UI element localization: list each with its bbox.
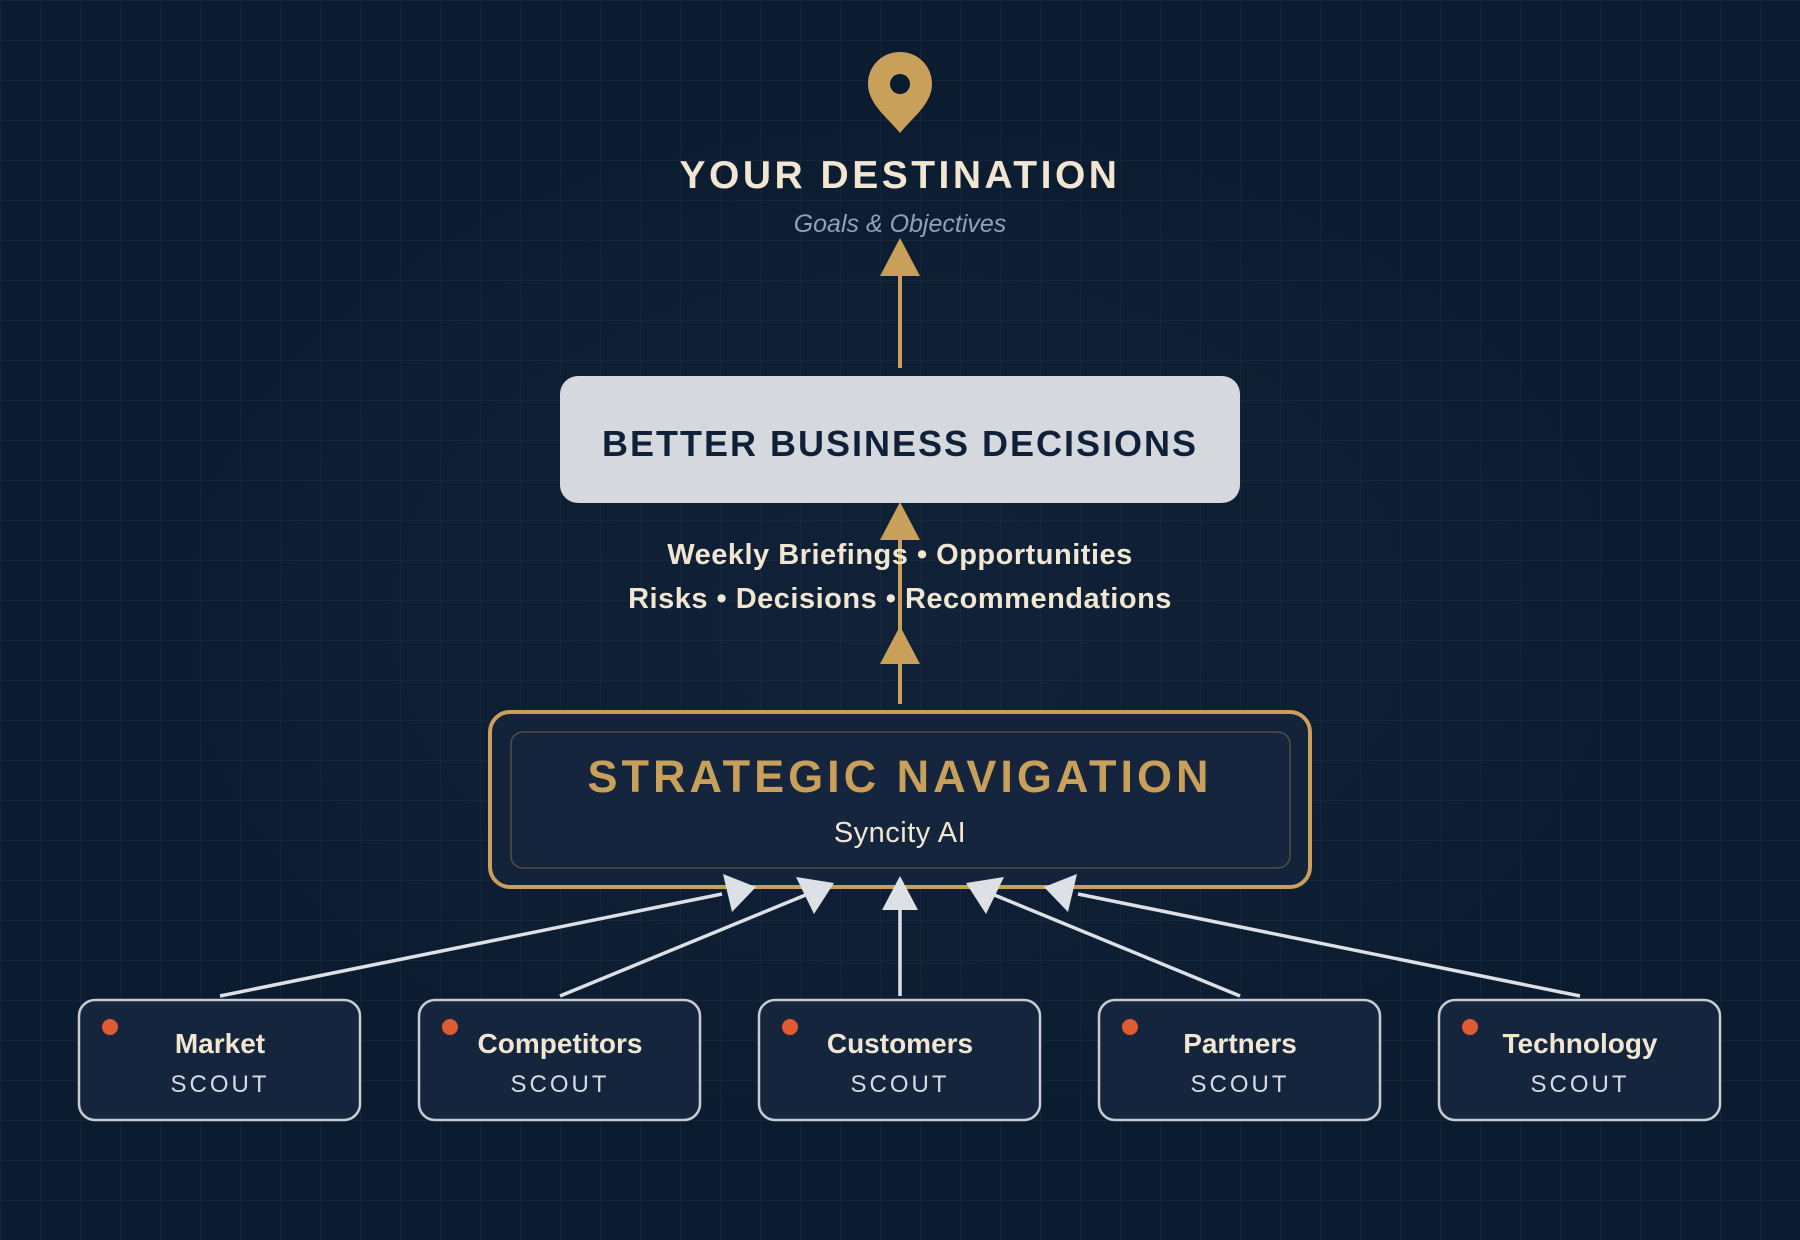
- status-dot: [102, 1019, 118, 1035]
- scout-role: SCOUT: [1531, 1071, 1630, 1098]
- decisions-label: BETTER BUSINESS DECISIONS: [602, 423, 1198, 464]
- scout-name: Competitors: [478, 1028, 643, 1059]
- status-dot: [442, 1019, 458, 1035]
- scout-role: SCOUT: [1191, 1071, 1290, 1098]
- scout-name: Technology: [1502, 1028, 1657, 1059]
- status-dot: [782, 1019, 798, 1035]
- scout-name: Customers: [827, 1028, 973, 1059]
- scout-card-technology: Technology SCOUT: [1437, 998, 1722, 1122]
- scout-card-market: Market SCOUT: [77, 998, 362, 1122]
- arrow-to-decisions: [880, 502, 920, 704]
- scout-card-competitors: Competitors SCOUT: [417, 998, 702, 1122]
- navigation-title: STRATEGIC NAVIGATION: [588, 751, 1213, 802]
- connector-competitors: [559, 892, 809, 998]
- status-dot: [1462, 1019, 1478, 1035]
- outputs-text: Weekly Briefings • Opportunities Risks •…: [628, 539, 1172, 615]
- outputs-line-2: Risks • Decisions • Recommendations: [628, 583, 1172, 615]
- navigation-inner-frame: [510, 731, 1291, 869]
- destination-subtitle: Goals & Objectives: [794, 210, 1007, 238]
- scout-card-partners: Partners SCOUT: [1097, 998, 1382, 1122]
- status-dot: [1122, 1019, 1138, 1035]
- navigation-box: STRATEGIC NAVIGATION Syncity AI: [488, 710, 1312, 889]
- scout-card-customers: Customers SCOUT: [757, 998, 1042, 1122]
- arrow-to-destination: [880, 238, 920, 368]
- arrowhead-competitors: [796, 877, 834, 914]
- connector-technology: [1077, 892, 1581, 998]
- connector-market: [219, 892, 723, 998]
- location-pin-hole: [890, 74, 910, 94]
- decisions-box: BETTER BUSINESS DECISIONS: [560, 376, 1240, 503]
- arrowhead-partners: [966, 877, 1004, 914]
- scout-connector-arrowheads: [723, 874, 1077, 914]
- outputs-line-1: Weekly Briefings • Opportunities: [667, 539, 1133, 571]
- scout-name: Partners: [1183, 1028, 1297, 1059]
- navigation-subtitle: Syncity AI: [834, 817, 966, 849]
- scout-role: SCOUT: [171, 1071, 270, 1098]
- scout-name: Market: [175, 1028, 265, 1059]
- scout-role: SCOUT: [511, 1071, 610, 1098]
- destination-group: YOUR DESTINATION Goals & Objectives: [680, 52, 1121, 238]
- scout-connectors: [219, 892, 1581, 998]
- arrowhead-customers: [882, 876, 918, 910]
- arrowhead-market: [723, 874, 756, 912]
- arrowhead-technology: [1044, 874, 1077, 912]
- scout-role: SCOUT: [851, 1071, 950, 1098]
- connector-partners: [991, 892, 1241, 998]
- destination-title: YOUR DESTINATION: [680, 154, 1121, 197]
